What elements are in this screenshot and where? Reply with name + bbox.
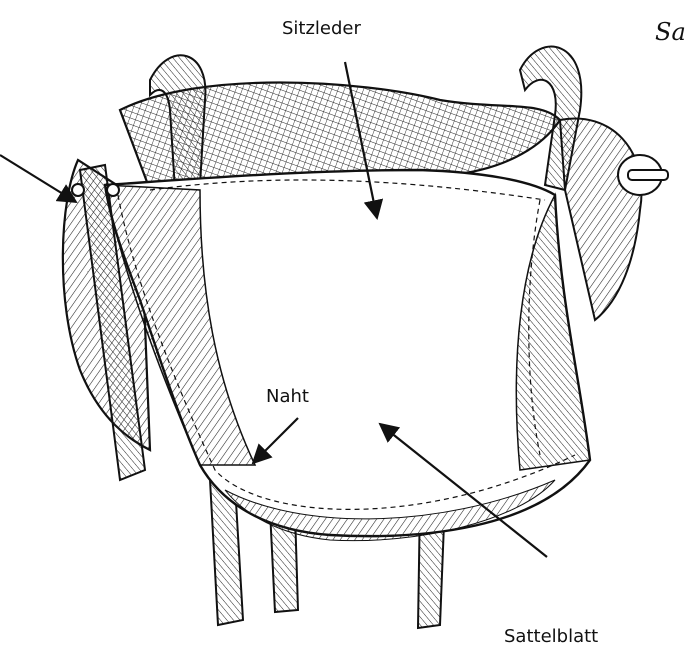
label-naht: Naht <box>266 386 309 407</box>
peg-fitting <box>618 155 668 195</box>
title-fragment: Sa <box>655 18 686 46</box>
arrow-left-offscreen <box>0 155 76 202</box>
label-sattelblatt: Sattelblatt <box>504 626 598 647</box>
saddle-panel-right <box>560 118 642 320</box>
label-sitzleder: Sitzleder <box>282 18 361 39</box>
